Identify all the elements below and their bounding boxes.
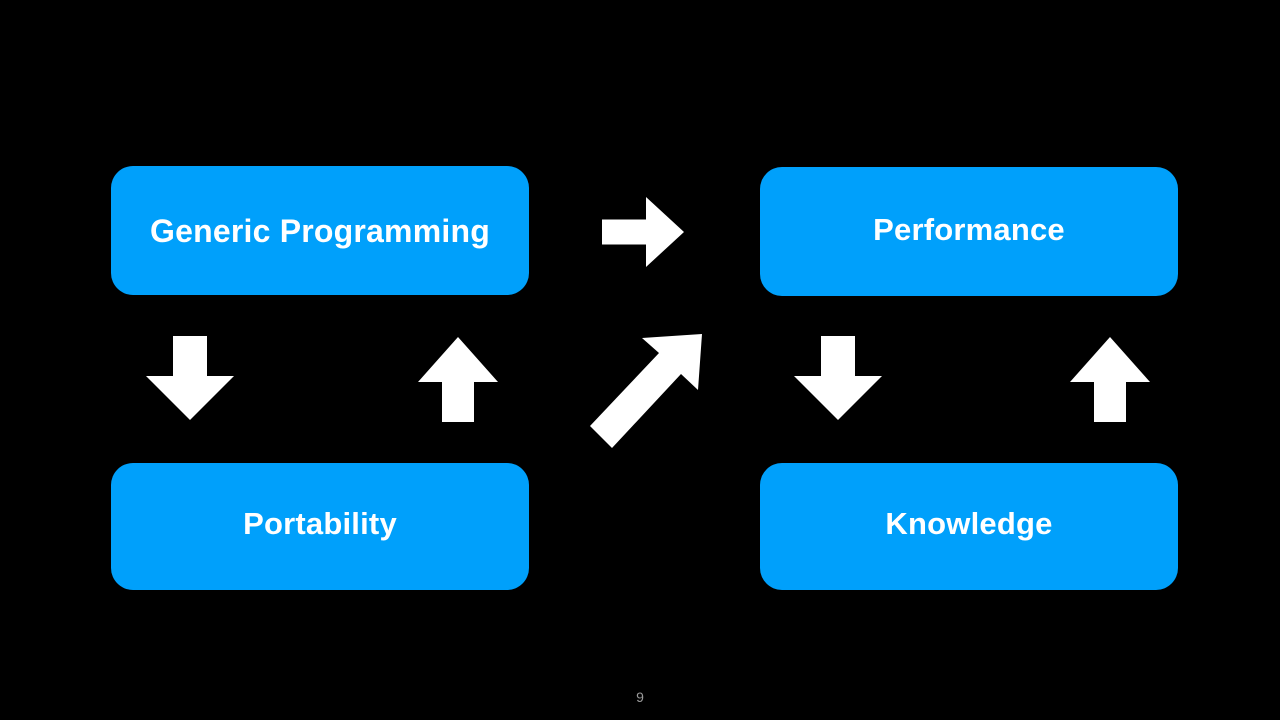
arrow-up-icon-right <box>1070 337 1150 422</box>
arrow-up-icon-left <box>418 337 498 422</box>
node-generic-programming[interactable]: Generic Programming <box>111 166 529 295</box>
node-label-knowledge: Knowledge <box>885 506 1053 541</box>
arrow-down-icon-left <box>146 336 234 420</box>
node-performance[interactable]: Performance <box>760 167 1178 296</box>
node-label-performance: Performance <box>873 212 1065 247</box>
arrow-down-icon-right <box>794 336 882 420</box>
node-label-generic-programming: Generic Programming <box>150 212 490 249</box>
node-knowledge[interactable]: Knowledge <box>760 463 1178 590</box>
node-portability[interactable]: Portability <box>111 463 529 590</box>
node-label-portability: Portability <box>243 506 397 541</box>
arrow-diagonal-up-right-icon <box>590 334 702 448</box>
page-number: 9 <box>636 689 644 705</box>
arrow-right-icon <box>602 196 684 268</box>
